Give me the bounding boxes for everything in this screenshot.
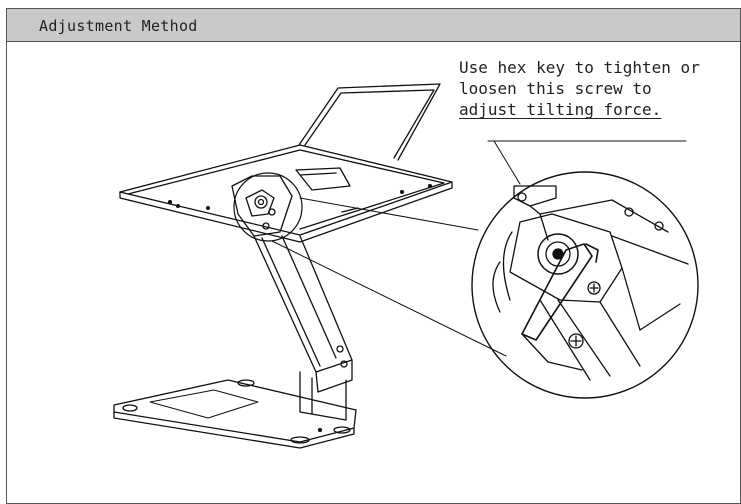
magnified-screw-detail-icon bbox=[471, 171, 699, 399]
section-header: Adjustment Method bbox=[7, 9, 740, 42]
section-title: Adjustment Method bbox=[39, 17, 198, 35]
stand-with-tilting-tray-icon bbox=[113, 83, 507, 449]
callout-line-3: adjust tilting force. bbox=[459, 100, 662, 119]
callout-line-2: loosen this screw to bbox=[459, 79, 652, 98]
callout-line-1: Use hex key to tighten or bbox=[459, 58, 700, 77]
callout-text: Use hex key to tighten or loosen this sc… bbox=[459, 57, 700, 120]
hex-key-icon bbox=[521, 243, 599, 341]
